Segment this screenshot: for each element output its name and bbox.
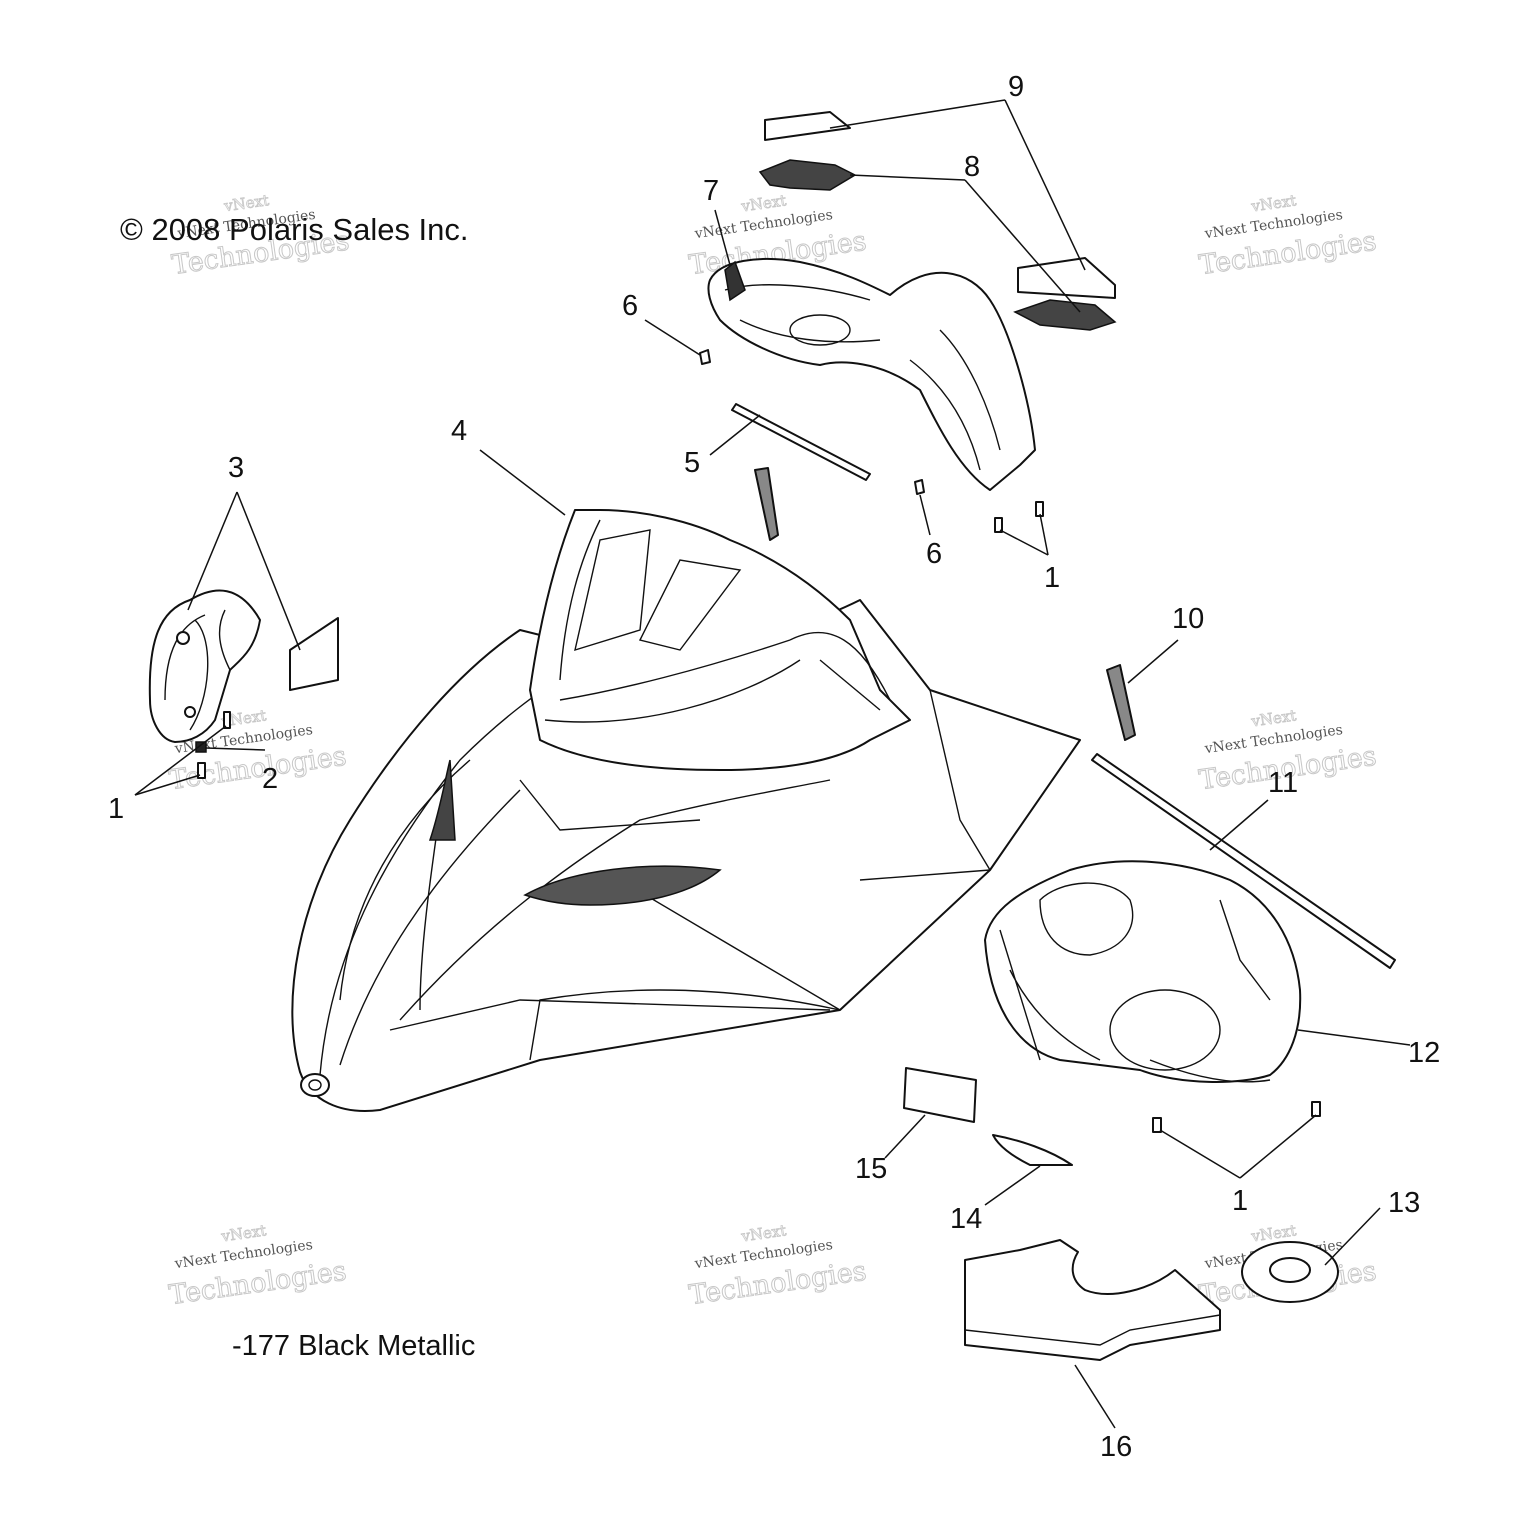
callout-13: 13 — [1388, 1187, 1420, 1219]
svg-text:vNext: vNext — [1249, 706, 1297, 730]
part-3-decal — [289, 617, 339, 691]
callout-5: 5 — [684, 447, 700, 479]
leader-lines — [134, 99, 1411, 1429]
callout-9: 9 — [1008, 71, 1024, 103]
part-13-ring — [1241, 1241, 1339, 1303]
part-9-lens-bottom — [1017, 257, 1116, 299]
part-12-storage-tub — [984, 860, 1302, 1083]
svg-text:vNext: vNext — [739, 1221, 787, 1245]
part-1-screws-bottom — [1152, 1101, 1321, 1133]
callout-7: 7 — [703, 175, 719, 207]
callout-1-top: 1 — [1044, 562, 1060, 594]
part-8-bracket-bottom — [1013, 299, 1117, 331]
part-8-bracket-top — [758, 159, 857, 191]
callout-16: 16 — [1100, 1431, 1132, 1463]
part-10-clip — [1106, 664, 1136, 741]
finish-note: -177 Black Metallic — [232, 1330, 476, 1362]
callout-1-left: 1 — [108, 793, 124, 825]
part-14-decal — [992, 1134, 1073, 1166]
callout-11: 11 — [1268, 767, 1298, 799]
svg-text:vNext: vNext — [219, 1221, 267, 1245]
callout-14: 14 — [950, 1203, 982, 1235]
part-6-nuts — [699, 349, 925, 495]
part-1-screws-top — [994, 501, 1044, 533]
callout-8: 8 — [964, 151, 980, 183]
callout-12: 12 — [1408, 1037, 1440, 1069]
part-11-seal-strip — [1091, 753, 1396, 969]
watermark-top-right: vNext vNext Technologies Technologies — [1197, 191, 1379, 282]
callouts: 9 8 7 6 5 6 1 4 3 2 1 10 11 12 1 13 15 1… — [108, 71, 1440, 1463]
part-1-pins-left — [197, 711, 231, 779]
watermark-bottom-center: vNext vNext Technologies Technologies — [687, 1221, 869, 1312]
part-15-label — [903, 1067, 977, 1123]
svg-text:vNext: vNext — [1249, 191, 1297, 215]
svg-text:vNext: vNext — [739, 191, 787, 215]
part-2-nut — [195, 741, 207, 753]
part-3-side-housing — [148, 589, 261, 743]
part-9-lens-top — [764, 111, 851, 141]
callout-2: 2 — [262, 763, 278, 795]
callout-4: 4 — [451, 415, 467, 447]
callout-3: 3 — [228, 452, 244, 484]
callout-6-top: 6 — [622, 290, 638, 322]
callout-1-bottom: 1 — [1232, 1185, 1248, 1217]
callout-10: 10 — [1172, 603, 1204, 635]
part-4-hood — [291, 509, 1081, 1112]
part-5-seal-strip — [731, 403, 871, 481]
part-7-console — [707, 258, 1036, 491]
part-clip-center — [754, 467, 779, 541]
copyright-notice: © 2008 Polaris Sales Inc. — [120, 212, 469, 247]
callout-6-bottom: 6 — [926, 538, 942, 570]
part-16-foam-pad — [964, 1239, 1221, 1361]
callout-15: 15 — [855, 1153, 887, 1185]
watermark-bottom-left: vNext vNext Technologies Technologies — [167, 1221, 349, 1312]
